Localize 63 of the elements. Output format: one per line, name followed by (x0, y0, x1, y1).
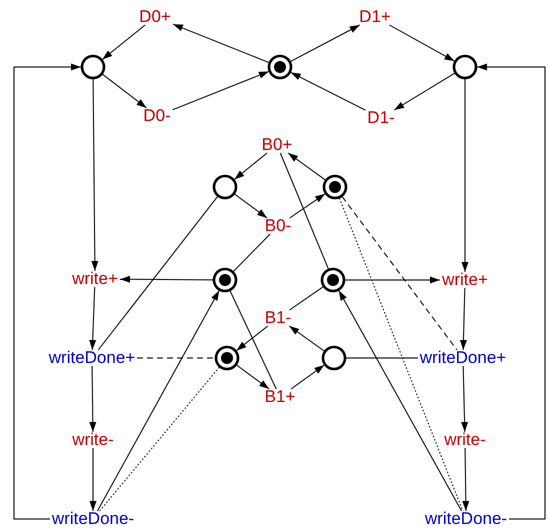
transition-label: writeDone- (52, 509, 134, 529)
arrow (462, 78, 468, 272)
marked-place-circle (320, 267, 346, 293)
arrow (234, 152, 268, 180)
arrow (462, 448, 470, 512)
arrow (460, 288, 467, 350)
transition-label: write+ (442, 270, 488, 290)
transition-label: D0+ (139, 7, 171, 27)
transition-label: writeDone+ (420, 348, 506, 368)
arrow (90, 448, 96, 512)
transition-label: B1+ (264, 387, 296, 407)
marked-place-circle (212, 267, 238, 293)
arrow (338, 290, 462, 512)
arrow (344, 276, 440, 284)
arrow (288, 326, 325, 352)
place-circle (452, 54, 478, 80)
arrow (289, 193, 326, 218)
arrow (236, 364, 270, 390)
transition-label: B1- (264, 308, 292, 328)
dotted-line (99, 366, 220, 512)
arrow (172, 70, 270, 110)
arrow (288, 152, 326, 180)
arrow (236, 326, 268, 352)
transition-label: write- (72, 430, 114, 450)
connector-line (280, 152, 329, 270)
connector-line (230, 290, 277, 390)
connector-line (289, 286, 324, 310)
transition-label: B0+ (262, 135, 292, 155)
arrow (89, 286, 96, 350)
arrow (290, 364, 325, 390)
arrow (102, 74, 148, 108)
arrow (388, 24, 455, 62)
arrow (476, 64, 546, 520)
arrow (461, 366, 468, 432)
arrow (120, 276, 214, 283)
transition-label: B0- (264, 216, 292, 236)
arrow (234, 194, 268, 218)
connector-line (232, 234, 271, 272)
transition-label: writeDone+ (48, 348, 136, 368)
arrow (89, 366, 96, 432)
marked-place-circle (214, 345, 240, 371)
transition-label: D1+ (359, 7, 391, 27)
arrow (290, 72, 366, 111)
transition-label: write+ (72, 269, 118, 289)
place-circle (80, 54, 106, 80)
arrow (91, 78, 98, 272)
dashed-line (342, 196, 458, 350)
transition-label: writeDone- (424, 509, 508, 529)
place-circle (321, 345, 347, 371)
arrow (102, 24, 146, 60)
arrow (172, 24, 270, 64)
arrow (96, 290, 220, 512)
arrow (394, 72, 456, 110)
marked-place-circle (322, 174, 348, 200)
transition-label: write- (444, 430, 486, 450)
marked-place-circle (267, 54, 293, 80)
transition-label: D1- (367, 108, 395, 128)
arrow (14, 64, 82, 520)
dotted-line (338, 198, 464, 512)
arrow (290, 24, 360, 62)
connector-line (98, 196, 218, 350)
place-circle (212, 174, 238, 200)
transition-label: D0- (143, 106, 171, 126)
